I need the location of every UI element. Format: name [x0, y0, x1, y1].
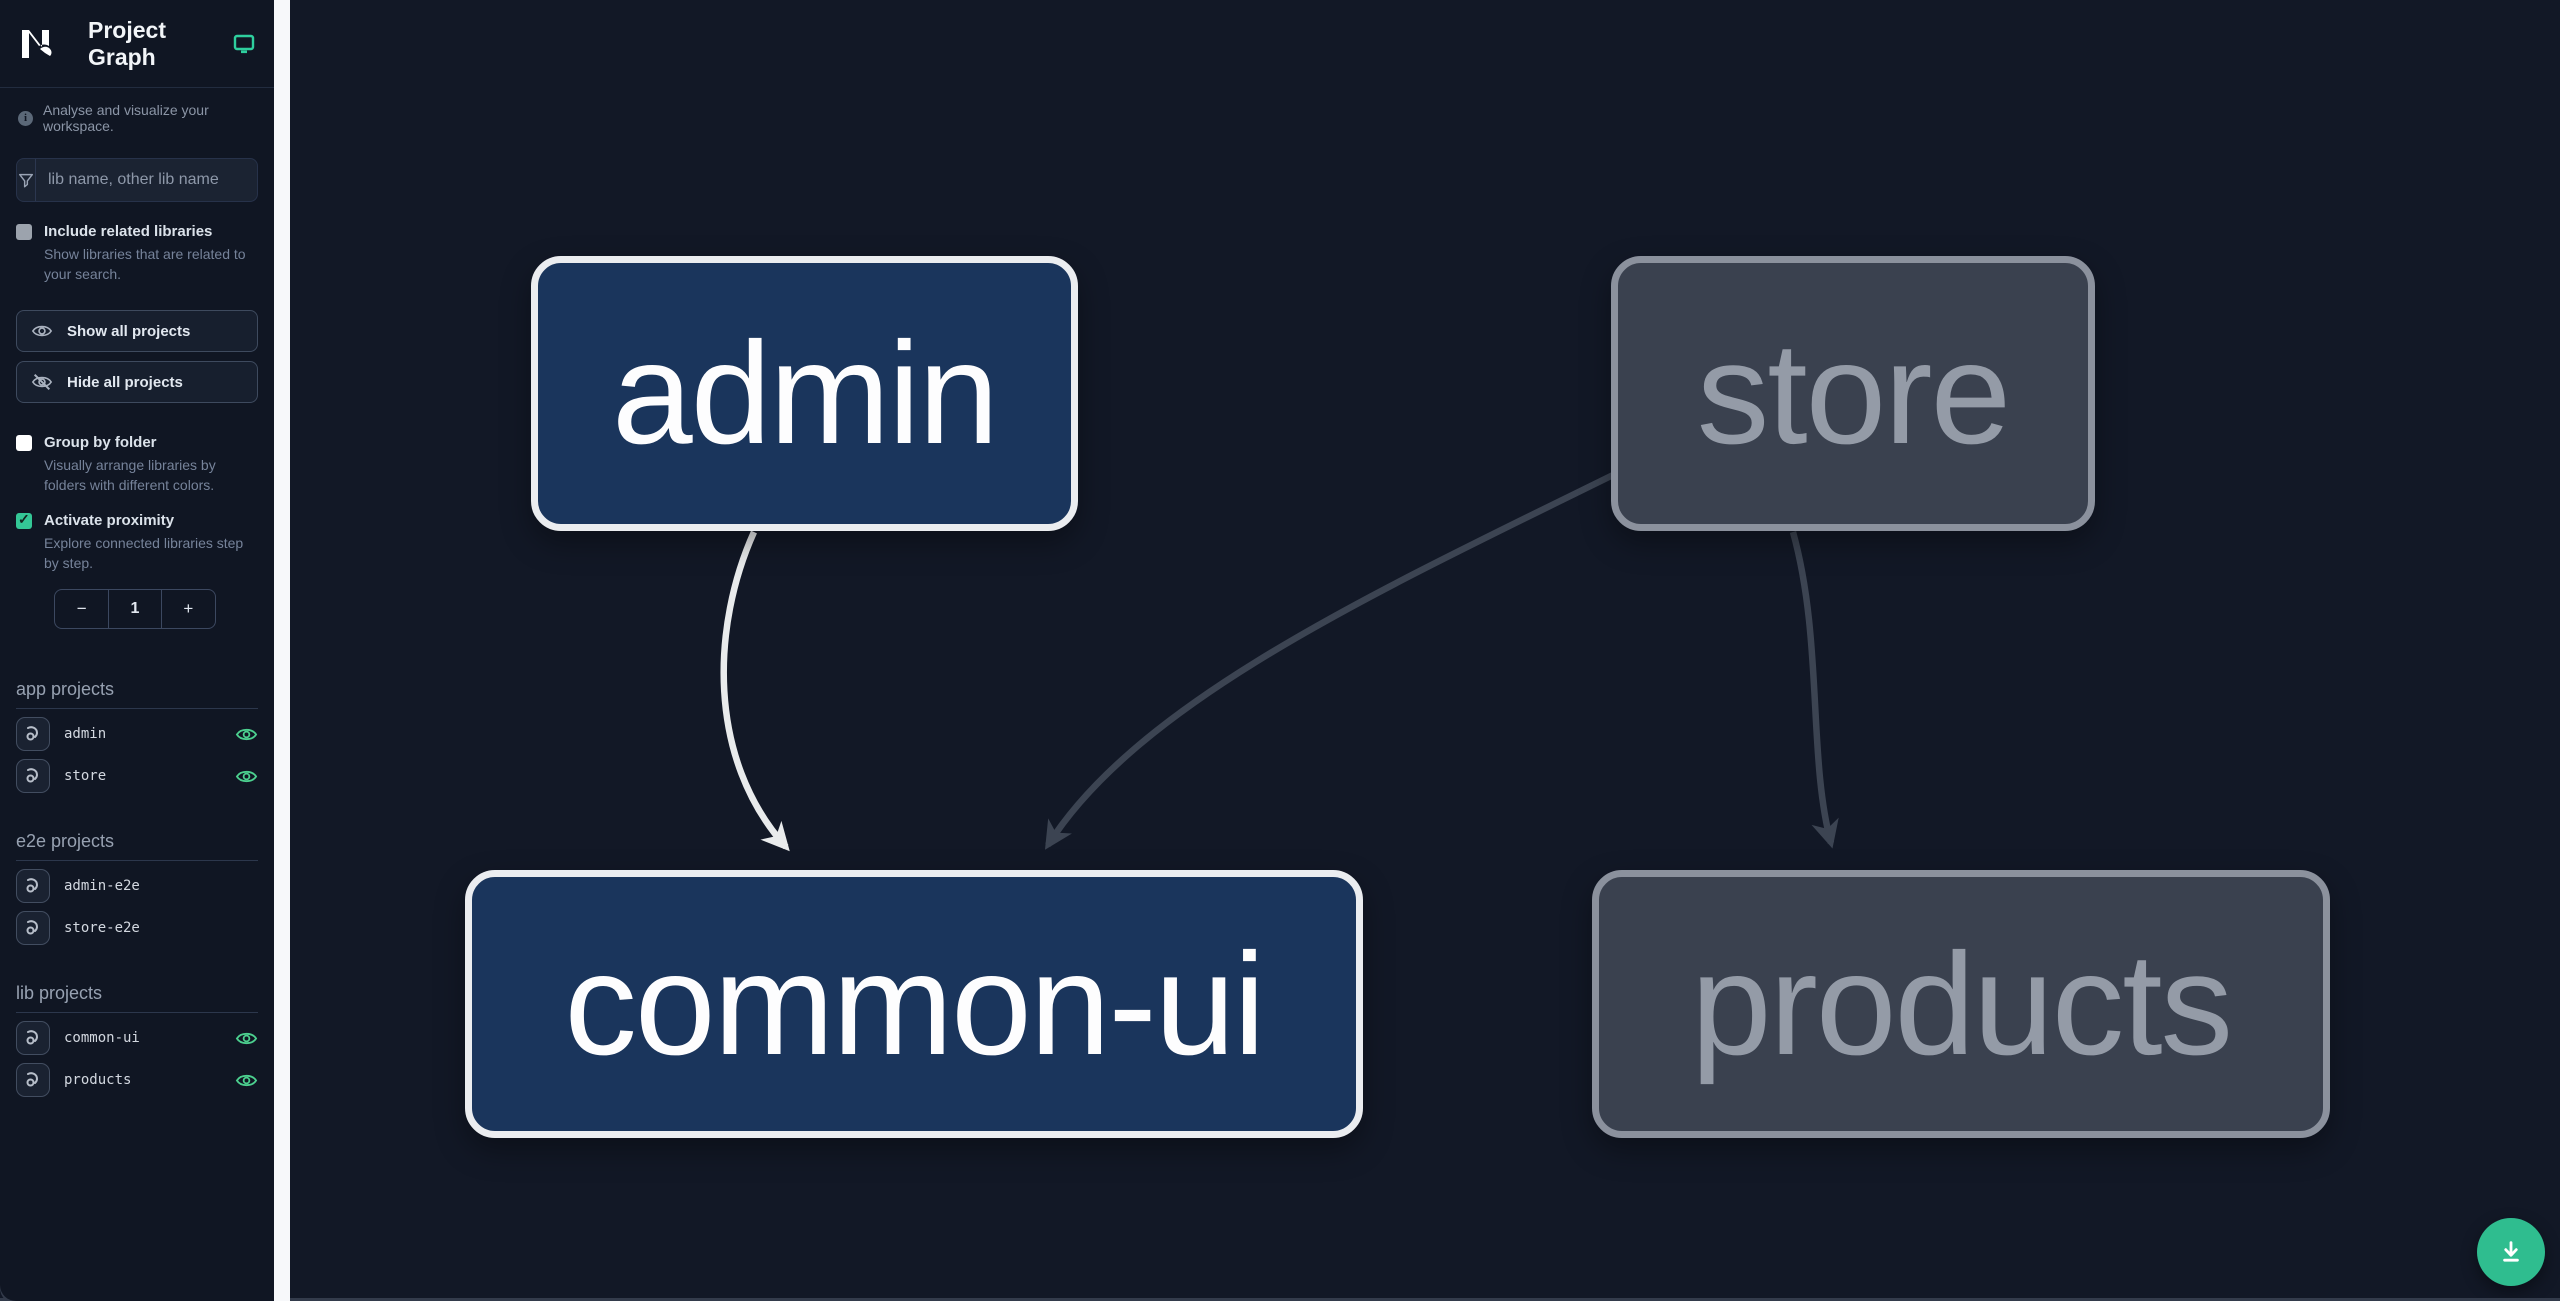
section-divider: [16, 708, 258, 709]
focus-project-button[interactable]: [16, 1021, 50, 1055]
focus-icon: [26, 726, 39, 741]
project-name: products: [64, 1072, 132, 1088]
filter-search: [16, 158, 258, 202]
section-divider: [16, 1012, 258, 1013]
project-row-common-ui: common-ui: [16, 1021, 258, 1055]
focus-icon: [26, 920, 39, 935]
focus-project-button[interactable]: [16, 911, 50, 945]
sidebar-header: Project Graph: [0, 0, 274, 88]
section-e2e-projects: e2e projects: [16, 831, 115, 851]
focus-project-button[interactable]: [16, 717, 50, 751]
graph-node-products[interactable]: products: [1592, 870, 2330, 1138]
info-icon: i: [18, 110, 33, 126]
show-all-projects-label: Show all projects: [67, 322, 191, 340]
tagline-text: Analyse and visualize your workspace.: [43, 102, 209, 134]
include-related-checkbox[interactable]: [16, 224, 32, 240]
group-by-folder-label: Group by folder: [44, 434, 157, 451]
project-row-store-e2e: store-e2e: [16, 911, 258, 945]
show-all-projects-button[interactable]: Show all projects: [16, 310, 258, 352]
activate-proximity-description: Explore connected libraries step by step…: [44, 535, 244, 571]
proximity-decrement-button[interactable]: −: [55, 590, 108, 628]
include-related-option[interactable]: Include related libraries Show libraries…: [0, 222, 274, 284]
project-name: store: [64, 768, 107, 784]
section-lib-projects: lib projects: [16, 983, 103, 1003]
search-input[interactable]: [36, 159, 257, 201]
hide-all-projects-button[interactable]: Hide all projects: [16, 361, 258, 403]
project-name: admin-e2e: [64, 878, 140, 894]
activate-proximity-checkbox[interactable]: [16, 511, 32, 529]
project-name: store-e2e: [64, 920, 140, 936]
graph-node-admin[interactable]: admin: [531, 256, 1078, 531]
focus-icon: [26, 878, 39, 893]
graph-canvas[interactable]: admin store common-ui products: [290, 0, 2560, 1301]
edge-store-to-common-ui: [1044, 472, 1615, 850]
activate-proximity-label: Activate proximity: [44, 512, 175, 529]
project-row-admin: admin: [16, 717, 258, 751]
project-row-store: store: [16, 759, 258, 793]
proximity-value[interactable]: 1: [108, 590, 162, 628]
page-title: Project Graph: [88, 16, 166, 70]
focus-project-button[interactable]: [16, 869, 50, 903]
eye-green-icon: [235, 1074, 257, 1086]
group-by-folder-description: Visually arrange libraries by folders wi…: [44, 457, 216, 493]
eye-icon: [31, 325, 53, 337]
sidebar-canvas-divider[interactable]: [274, 0, 290, 1301]
activate-proximity-option[interactable]: Activate proximity Explore connected lib…: [0, 511, 274, 573]
graph-edges: [720, 472, 1839, 852]
eye-toggle-button[interactable]: [234, 1068, 258, 1092]
eye-toggle-button[interactable]: [234, 722, 258, 746]
graph-node-store[interactable]: store: [1611, 256, 2095, 531]
window-bottom-edge: [0, 1298, 2560, 1301]
focus-icon: [26, 768, 39, 783]
workspace-tagline: i Analyse and visualize your workspace.: [0, 88, 274, 134]
project-row-admin-e2e: admin-e2e: [16, 869, 258, 903]
eye-green-icon: [235, 770, 257, 782]
nx-logo-icon: [22, 29, 52, 58]
monitor-icon[interactable]: [232, 32, 256, 56]
hide-all-projects-label: Hide all projects: [67, 373, 183, 391]
eye-toggle-button[interactable]: [234, 1026, 258, 1050]
edge-admin-to-common-ui: [720, 530, 790, 852]
group-by-folder-checkbox[interactable]: [16, 435, 32, 451]
project-name: admin: [64, 726, 107, 742]
group-by-folder-option[interactable]: Group by folder Visually arrange librari…: [0, 433, 274, 495]
focus-project-button[interactable]: [16, 759, 50, 793]
focus-project-button[interactable]: [16, 1063, 50, 1097]
sidebar: Project Graph i Analyse and visualize yo…: [0, 0, 274, 1301]
proximity-stepper: − 1 +: [54, 589, 216, 629]
project-name: common-ui: [64, 1030, 140, 1046]
section-app-projects: app projects: [16, 679, 115, 699]
eye-toggle-button[interactable]: [234, 764, 258, 788]
include-related-description: Show libraries that are related to your …: [44, 246, 246, 282]
download-graph-button[interactable]: [2477, 1218, 2545, 1286]
graph-node-common-ui[interactable]: common-ui: [465, 870, 1363, 1138]
download-icon: [2503, 1241, 2519, 1262]
section-divider: [16, 860, 258, 861]
edge-store-to-products: [1789, 531, 1839, 849]
focus-icon: [26, 1072, 39, 1087]
focus-icon: [26, 1030, 39, 1045]
proximity-increment-button[interactable]: +: [162, 590, 215, 628]
funnel-icon: [17, 159, 36, 201]
eye-green-icon: [235, 728, 257, 740]
eye-off-icon: [31, 373, 53, 391]
eye-green-icon: [235, 1032, 257, 1044]
project-row-products: products: [16, 1063, 258, 1097]
include-related-label: Include related libraries: [44, 223, 213, 240]
